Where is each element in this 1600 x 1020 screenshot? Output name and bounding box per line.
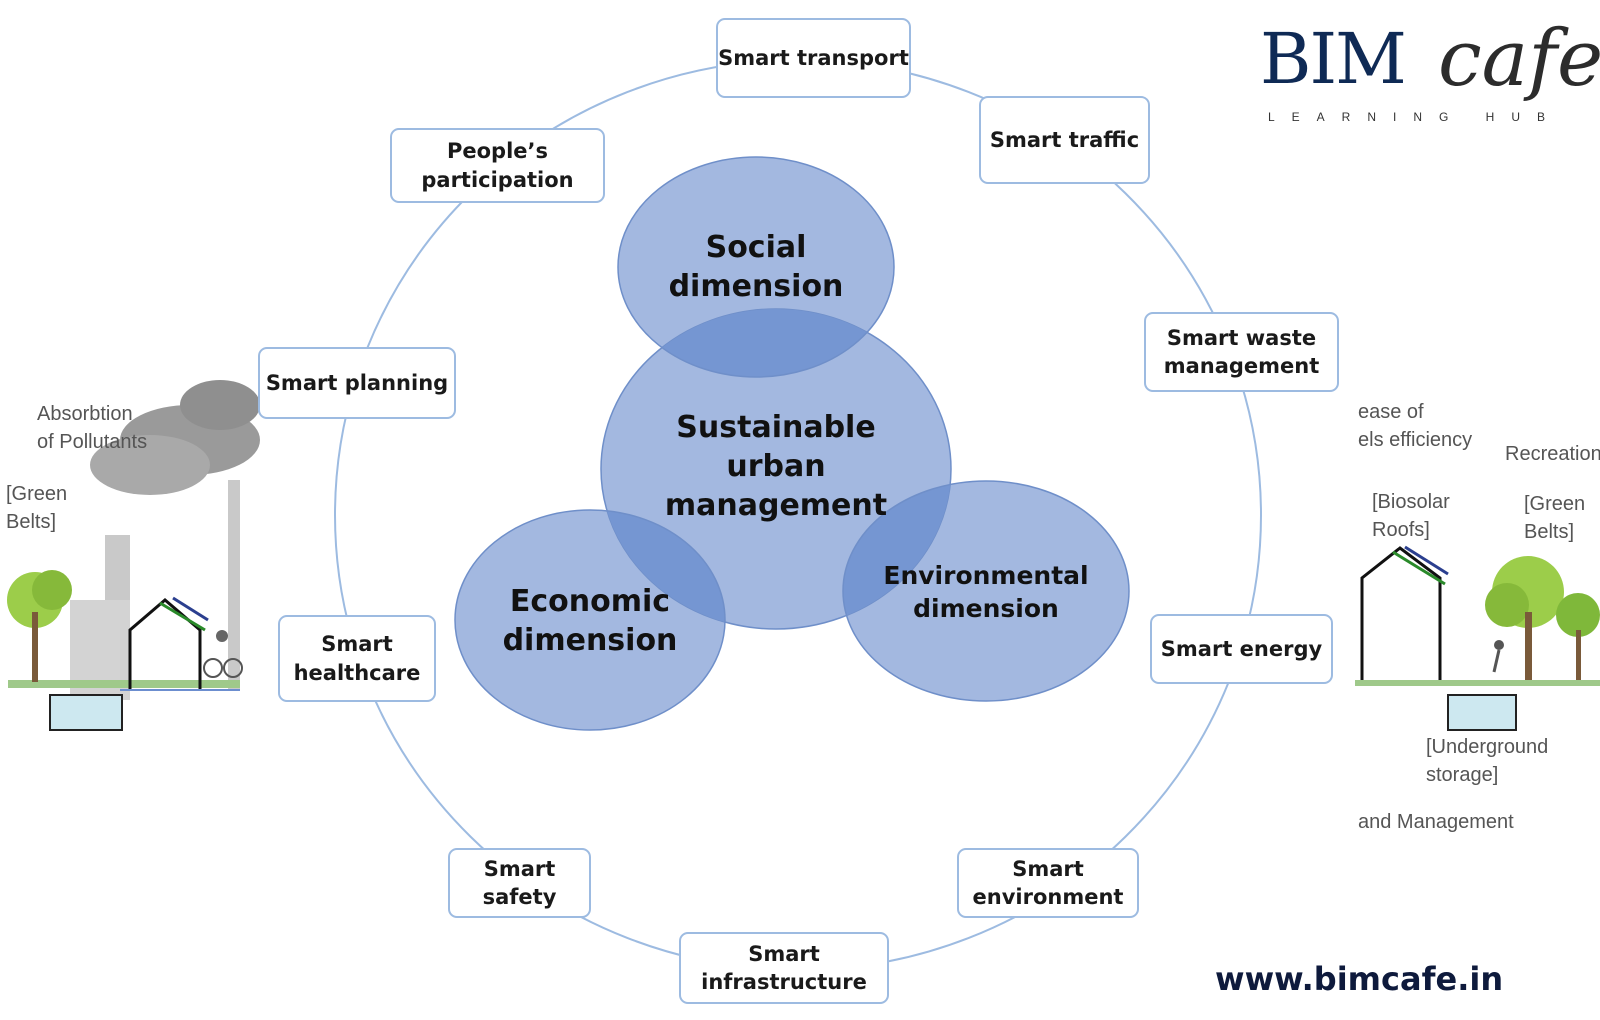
ring-item-smart-energy: Smart energy bbox=[1150, 614, 1333, 684]
ring-item-smart-planning: Smart planning bbox=[258, 347, 456, 419]
ring-item-smart-traffic: Smart traffic bbox=[979, 96, 1150, 184]
brand-logo: BIM cafe LEARNING HUB bbox=[1260, 14, 1600, 158]
ring-item-smart-transport: Smart transport bbox=[716, 18, 911, 98]
brand-subtitle: LEARNING HUB bbox=[1268, 110, 1563, 124]
management-label: and Management bbox=[1358, 811, 1514, 833]
website-url: www.bimcafe.in bbox=[1215, 960, 1504, 998]
environmental-overlap bbox=[842, 480, 951, 629]
recreation-label: Recreation bbox=[1505, 443, 1600, 465]
left-illustration bbox=[0, 178, 260, 848]
brand-logo-main: BIM bbox=[1260, 18, 1407, 100]
brand-logo-script: cafe bbox=[1438, 14, 1600, 104]
right-illustration bbox=[1355, 398, 1600, 848]
economic-overlap bbox=[601, 509, 726, 629]
